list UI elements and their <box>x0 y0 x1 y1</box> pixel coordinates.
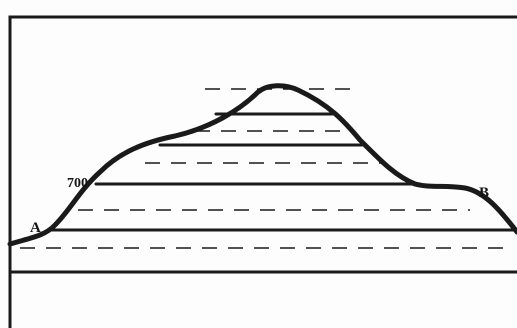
contour-label-700: 700 <box>67 176 88 191</box>
terrain-profile-curve <box>10 86 517 244</box>
point-a-label: A <box>30 220 41 236</box>
point-b-label: B <box>479 185 489 201</box>
